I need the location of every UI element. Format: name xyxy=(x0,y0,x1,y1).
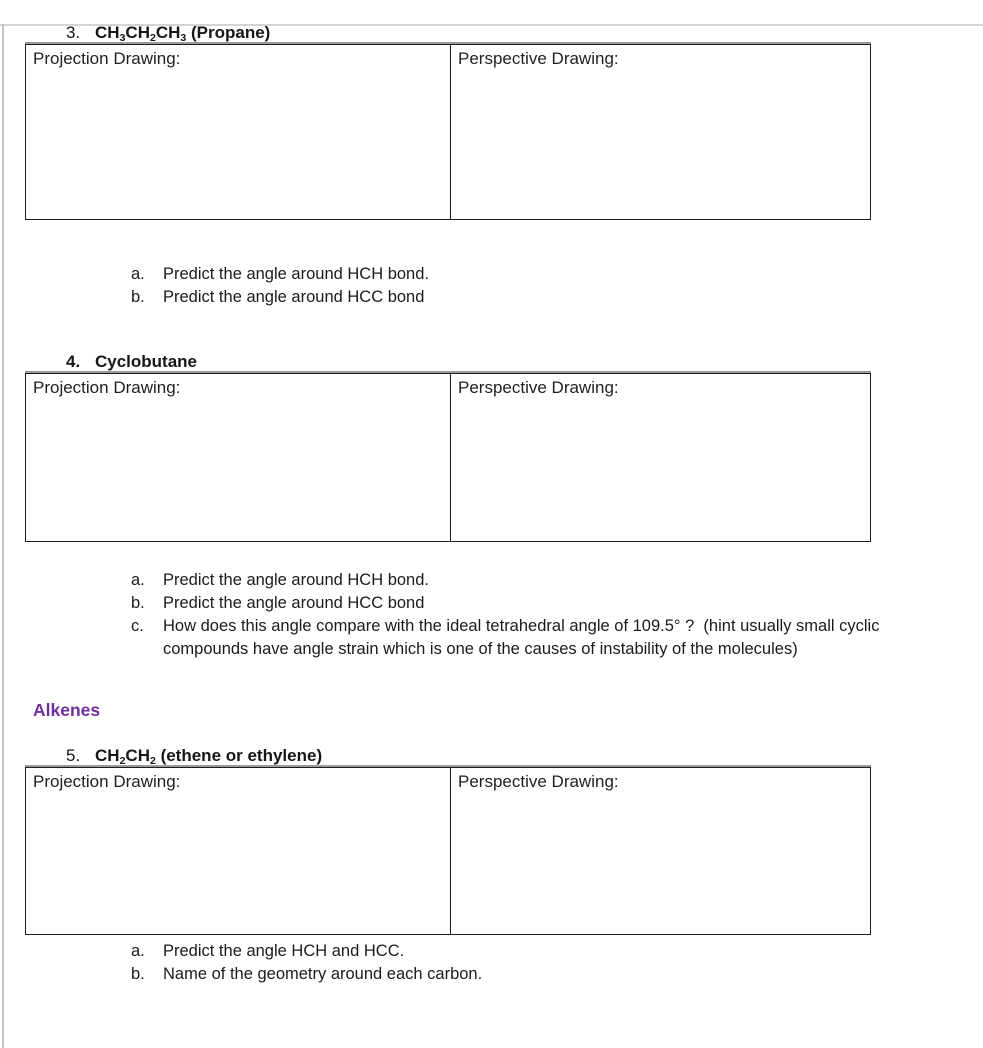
question-item: a. Predict the angle around HCH bond. xyxy=(131,263,983,286)
page-top-edge-line xyxy=(0,24,983,26)
ethene-formula: CH2CH2 (ethene or ethylene) xyxy=(95,746,323,767)
cyclobutane-question-list: a. Predict the angle around HCH bond. b.… xyxy=(0,569,983,661)
question-item: a. Predict the angle HCH and HCC. xyxy=(131,940,983,963)
question-item: b. Name of the geometry around each carb… xyxy=(131,963,983,986)
question-text: Name of the geometry around each carbon. xyxy=(163,965,483,983)
question-letter: c. xyxy=(131,617,144,635)
question-letter: b. xyxy=(131,594,145,612)
question-letter: a. xyxy=(131,942,145,960)
ethene-number: 5. xyxy=(66,746,81,765)
projection-drawing-label: Projection Drawing: xyxy=(33,772,181,791)
cyclobutane-title: Cyclobutane xyxy=(95,352,198,371)
ethene-perspective-cell: Perspective Drawing: xyxy=(451,768,870,934)
ethene-question-list: a. Predict the angle HCH and HCC. b. Nam… xyxy=(0,940,983,986)
ethene-drawing-table: Projection Drawing: Perspective Drawing: xyxy=(25,767,871,935)
propane-drawing-table: Projection Drawing: Perspective Drawing: xyxy=(25,44,871,220)
question-letter: a. xyxy=(131,265,145,283)
page-left-edge-line xyxy=(2,24,4,1048)
projection-drawing-label: Projection Drawing: xyxy=(33,378,181,397)
cyclobutane-perspective-cell: Perspective Drawing: xyxy=(451,374,870,541)
question-item: b. Predict the angle around HCC bond xyxy=(131,592,983,615)
ethene-heading: 5. CH2CH2 (ethene or ethylene) xyxy=(0,746,983,767)
perspective-drawing-label: Perspective Drawing: xyxy=(458,49,619,68)
question-text: Predict the angle HCH and HCC. xyxy=(163,942,405,960)
question-item: b. Predict the angle around HCC bond xyxy=(131,286,983,309)
question-text: Predict the angle around HCH bond. xyxy=(163,265,429,283)
question-text: How does this angle compare with the ide… xyxy=(163,617,885,658)
cyclobutane-heading: 4. Cyclobutane xyxy=(0,353,983,371)
propane-projection-cell: Projection Drawing: xyxy=(26,45,451,219)
question-letter: b. xyxy=(131,965,145,983)
propane-number: 3. xyxy=(66,23,81,42)
worksheet-page: 3. CH3CH2CH3 (Propane) Projection Drawing… xyxy=(0,24,983,986)
perspective-drawing-label: Perspective Drawing: xyxy=(458,772,619,791)
cyclobutane-number: 4. xyxy=(66,352,81,371)
question-text: Predict the angle around HCH bond. xyxy=(163,571,429,589)
cyclobutane-projection-cell: Projection Drawing: xyxy=(26,374,451,541)
question-item: a. Predict the angle around HCH bond. xyxy=(131,569,983,592)
question-letter: b. xyxy=(131,288,145,306)
propane-question-list: a. Predict the angle around HCH bond. b.… xyxy=(0,263,983,309)
projection-drawing-label: Projection Drawing: xyxy=(33,49,181,68)
question-letter: a. xyxy=(131,571,145,589)
question-text: Predict the angle around HCC bond xyxy=(163,288,425,306)
propane-heading: 3. CH3CH2CH3 (Propane) xyxy=(0,23,983,44)
question-text: Predict the angle around HCC bond xyxy=(163,594,425,612)
alkenes-section-heading: Alkenes xyxy=(33,700,101,720)
question-item: c. How does this angle compare with the … xyxy=(131,615,983,661)
propane-perspective-cell: Perspective Drawing: xyxy=(451,45,870,219)
ethene-projection-cell: Projection Drawing: xyxy=(26,768,451,934)
propane-formula: CH3CH2CH3 (Propane) xyxy=(95,23,271,44)
perspective-drawing-label: Perspective Drawing: xyxy=(458,378,619,397)
cyclobutane-drawing-table: Projection Drawing: Perspective Drawing: xyxy=(25,373,871,542)
